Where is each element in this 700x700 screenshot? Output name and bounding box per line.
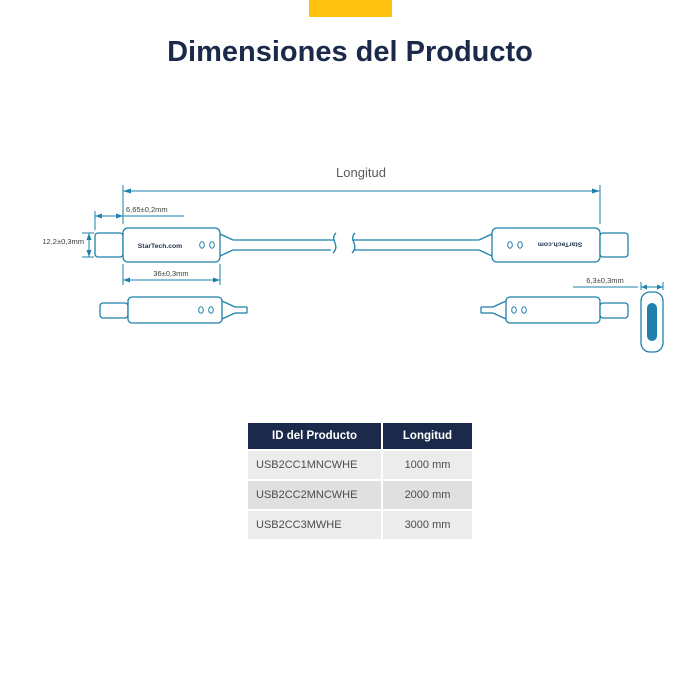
right-plug-tip: [599, 232, 629, 258]
body-length-label: 36±0,3mm: [153, 269, 188, 278]
side-left-hole: [198, 306, 204, 314]
tip-height-label: 12,2±0,3mm: [42, 237, 84, 246]
product-id-cell: USB2CC3MWHE: [248, 511, 381, 539]
dimension-longitud: Longitud: [122, 165, 601, 224]
connector-side-view-left: [99, 296, 248, 324]
table-row: USB2CC3MWHE 3000 mm: [248, 511, 472, 539]
cable-break-mark: [332, 232, 337, 254]
col-header-length: Longitud: [383, 423, 472, 449]
brand-accent-bar: [309, 0, 392, 17]
cable-top-view: StarTech.com StarTech.com: [94, 227, 629, 263]
side-right-tip: [599, 302, 629, 319]
right-plug-hole: [507, 241, 513, 249]
side-right-hole: [521, 306, 527, 314]
side-left-hole: [208, 306, 214, 314]
table-row: USB2CC1MNCWHE 1000 mm: [248, 451, 472, 479]
product-id-cell: USB2CC1MNCWHE: [248, 451, 381, 479]
front-view-port-opening: [647, 303, 657, 341]
dimension-plug-width: 6,3±0,3mm: [573, 276, 664, 290]
col-header-product-id: ID del Producto: [248, 423, 381, 449]
right-plug-hole: [517, 241, 523, 249]
side-left-tip: [99, 302, 129, 319]
dimension-tip-width: 6,65±0,2mm: [94, 205, 184, 230]
left-plug-hole: [199, 241, 205, 249]
right-connector-brand-label: StarTech.com: [538, 241, 582, 248]
length-cell: 3000 mm: [383, 511, 472, 539]
side-right-hole: [511, 306, 517, 314]
front-view-outline: [640, 291, 664, 353]
dimension-tip-height: 12,2±0,3mm: [42, 232, 94, 258]
length-cell: 2000 mm: [383, 481, 472, 509]
left-plug-body: [122, 227, 221, 263]
product-id-cell: USB2CC2MNCWHE: [248, 481, 381, 509]
plug-width-label: 6,3±0,3mm: [586, 276, 623, 285]
left-connector-brand-label: StarTech.com: [138, 243, 182, 250]
right-plug-body: [491, 227, 601, 263]
product-table: ID del Producto Longitud USB2CC1MNCWHE 1…: [246, 421, 474, 541]
length-dimension-label: Longitud: [336, 165, 386, 180]
cable-break-mark: [351, 232, 356, 254]
left-plug-tip: [94, 232, 124, 258]
side-right-body: [505, 296, 601, 324]
connector-front-view: [640, 291, 664, 353]
tip-width-label: 6,65±0,2mm: [126, 205, 168, 214]
page-title: Dimensiones del Producto: [167, 36, 533, 68]
table-row: USB2CC2MNCWHE 2000 mm: [248, 481, 472, 509]
connector-side-view-right: [480, 296, 629, 324]
left-plug-hole: [209, 241, 215, 249]
table-header-row: ID del Producto Longitud: [248, 423, 472, 449]
length-cell: 1000 mm: [383, 451, 472, 479]
side-left-body: [127, 296, 223, 324]
dimension-body-length: 36±0,3mm: [122, 264, 221, 285]
